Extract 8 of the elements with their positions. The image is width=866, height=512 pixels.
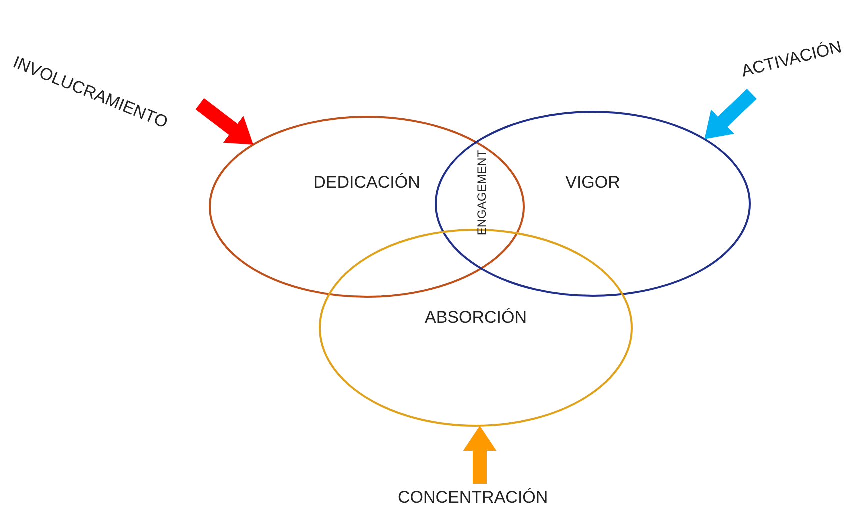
block-arrow xyxy=(463,426,497,484)
venn-circle xyxy=(209,116,525,298)
circle-label: VIGOR xyxy=(566,173,620,193)
arrow-label: CONCENTRACIÓN xyxy=(398,488,548,508)
venn-circle xyxy=(435,111,751,297)
overlap-label: ENGAGEMENT xyxy=(475,150,489,236)
circle-label: DEDICACIÓN xyxy=(314,173,420,193)
circle-label: ABSORCIÓN xyxy=(424,308,528,328)
